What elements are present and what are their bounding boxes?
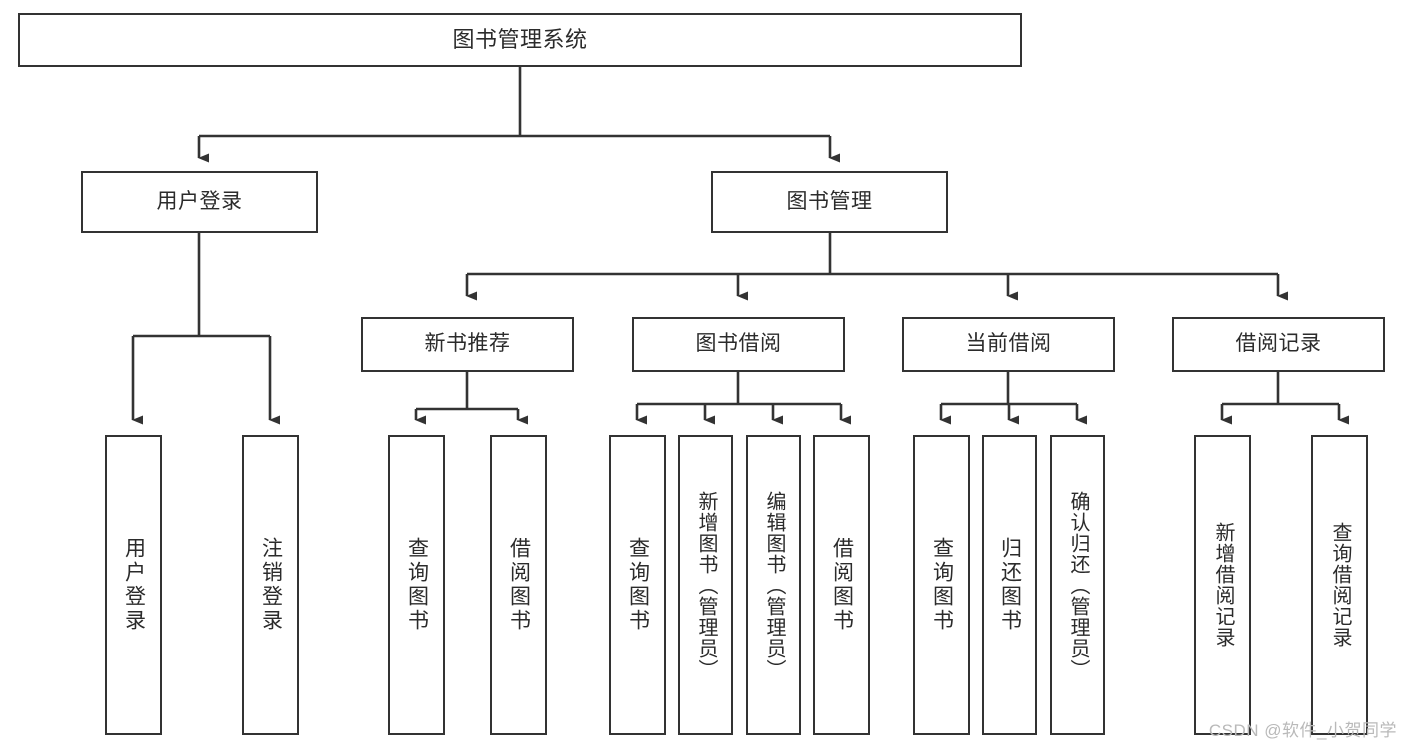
node-new-book-recommend-label: 新书推荐: [424, 332, 511, 356]
node-root[interactable]: 图书管理系统: [18, 13, 1022, 67]
node-new-book-recommend[interactable]: 新书推荐: [361, 317, 574, 372]
node-leaf-query-book-3[interactable]: 查询图书: [913, 435, 970, 735]
node-leaf-user-login-label: 用户登录: [122, 537, 146, 633]
node-leaf-logout-login[interactable]: 注销登录: [242, 435, 299, 735]
node-leaf-borrow-book-1[interactable]: 借阅图书: [490, 435, 547, 735]
node-root-label: 图书管理系统: [452, 27, 588, 53]
node-leaf-confirm-return[interactable]: 确认归还（管理员）: [1050, 435, 1105, 735]
node-current-borrow-label: 当前借阅: [965, 332, 1052, 356]
node-leaf-edit-book-label: 编辑图书（管理员）: [763, 490, 785, 680]
node-leaf-query-book-3-label: 查询图书: [930, 537, 954, 633]
node-leaf-query-book-2[interactable]: 查询图书: [609, 435, 666, 735]
node-book-borrow[interactable]: 图书借阅: [632, 317, 845, 372]
node-leaf-edit-book[interactable]: 编辑图书（管理员）: [746, 435, 801, 735]
node-leaf-query-book-2-label: 查询图书: [626, 537, 650, 633]
node-borrow-record[interactable]: 借阅记录: [1172, 317, 1385, 372]
node-book-borrow-label: 图书借阅: [695, 332, 782, 356]
node-book-manage-label: 图书管理: [786, 189, 873, 213]
node-user-login-label: 用户登录: [156, 189, 243, 213]
node-leaf-confirm-return-label: 确认归还（管理员）: [1067, 490, 1089, 680]
node-leaf-query-book-1-label: 查询图书: [405, 537, 429, 633]
node-book-manage[interactable]: 图书管理: [711, 171, 948, 233]
node-leaf-query-book-1[interactable]: 查询图书: [388, 435, 445, 735]
node-current-borrow[interactable]: 当前借阅: [902, 317, 1115, 372]
node-leaf-add-record[interactable]: 新增借阅记录: [1194, 435, 1251, 735]
node-borrow-record-label: 借阅记录: [1235, 332, 1322, 356]
node-leaf-logout-login-label: 注销登录: [259, 537, 283, 633]
node-leaf-borrow-book-1-label: 借阅图书: [507, 537, 531, 633]
node-leaf-return-book-label: 归还图书: [998, 537, 1022, 633]
csdn-watermark: CSDN @软件_小贺同学: [1208, 721, 1397, 740]
node-leaf-return-book[interactable]: 归还图书: [982, 435, 1037, 735]
node-leaf-borrow-book-2[interactable]: 借阅图书: [813, 435, 870, 735]
node-leaf-add-book-label: 新增图书（管理员）: [695, 490, 717, 680]
node-leaf-user-login[interactable]: 用户登录: [105, 435, 162, 735]
node-leaf-query-record[interactable]: 查询借阅记录: [1311, 435, 1368, 735]
node-leaf-add-book[interactable]: 新增图书（管理员）: [678, 435, 733, 735]
node-leaf-borrow-book-2-label: 借阅图书: [830, 537, 854, 633]
node-user-login[interactable]: 用户登录: [81, 171, 318, 233]
node-leaf-add-record-label: 新增借阅记录: [1212, 522, 1234, 648]
node-leaf-query-record-label: 查询借阅记录: [1329, 522, 1351, 648]
